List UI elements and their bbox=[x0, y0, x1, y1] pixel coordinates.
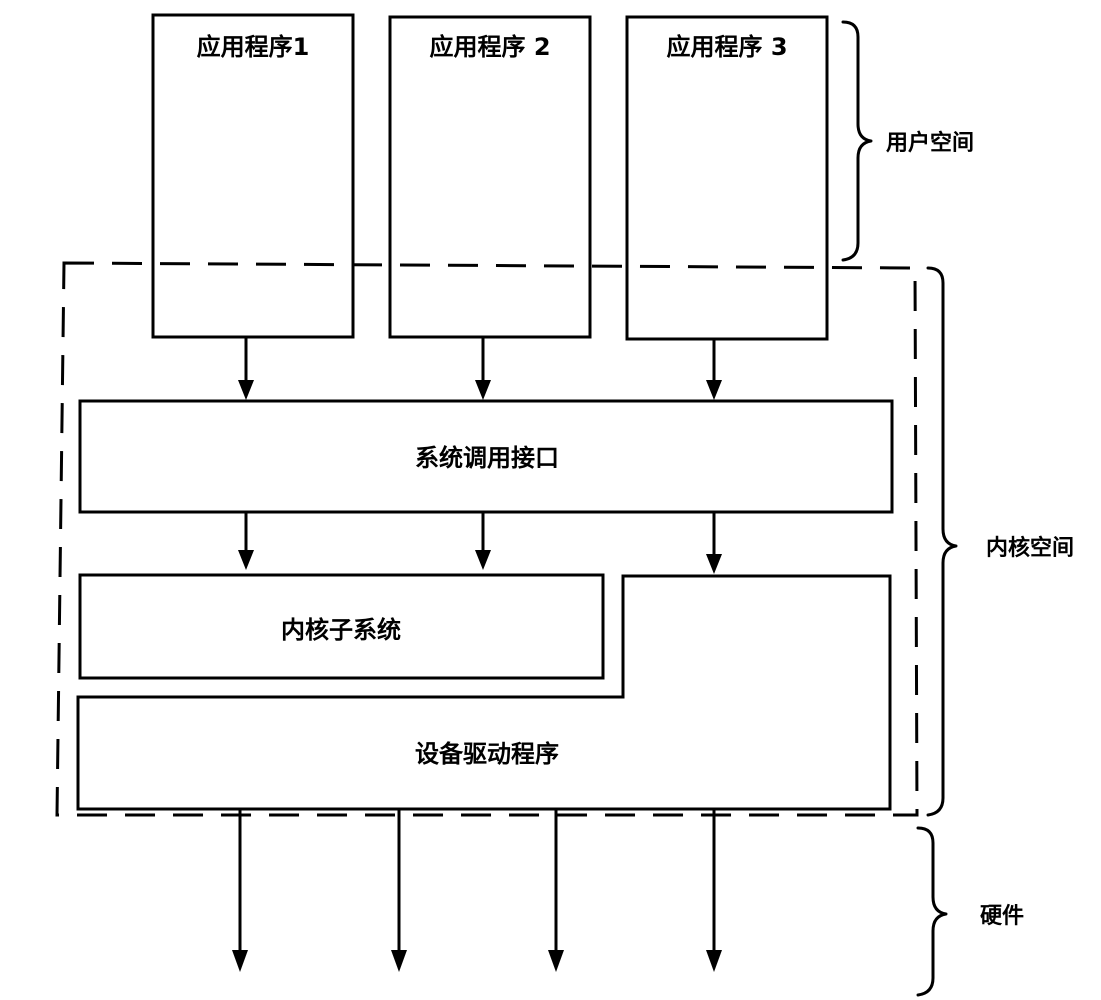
kernel-subsystem-label: 内核子系统 bbox=[281, 616, 401, 644]
syscall-interface-label: 系统调用接口 bbox=[415, 444, 559, 472]
arrow-syscall-to-driver bbox=[706, 512, 722, 574]
arrow-syscall-to-subsystem-1 bbox=[238, 512, 254, 570]
arrow-driver-to-hardware-4 bbox=[706, 809, 722, 972]
arrow-app2-to-syscall bbox=[475, 337, 491, 400]
kernel-space-label: 内核空间 bbox=[986, 535, 1074, 561]
arrow-app3-to-syscall bbox=[706, 339, 722, 400]
arrow-app1-to-syscall bbox=[238, 337, 254, 400]
user-space-brace bbox=[841, 20, 873, 262]
app-label-1: 应用程序1 bbox=[197, 33, 310, 61]
device-driver-box: 设备驱动程序 bbox=[76, 574, 892, 811]
user-space-label: 用户空间 bbox=[886, 130, 974, 156]
app-label-2: 应用程序 2 bbox=[429, 33, 550, 61]
app-box-1: 应用程序1 bbox=[151, 13, 355, 339]
device-driver-label: 设备驱动程序 bbox=[415, 740, 559, 768]
app-label-3: 应用程序 3 bbox=[666, 33, 787, 61]
app-box-3: 应用程序 3 bbox=[625, 15, 829, 341]
hardware-label: 硬件 bbox=[980, 904, 1024, 929]
syscall-interface-box: 系统调用接口 bbox=[78, 399, 894, 514]
kernel-space-boundary bbox=[55, 261, 919, 817]
arrow-driver-to-hardware-1 bbox=[232, 809, 248, 972]
kernel-space-brace bbox=[926, 266, 958, 817]
arrow-driver-to-hardware-3 bbox=[548, 809, 564, 972]
arrow-driver-to-hardware-2 bbox=[391, 809, 407, 972]
hardware-brace bbox=[916, 826, 948, 997]
kernel-subsystem-box: 内核子系统 bbox=[78, 573, 605, 680]
arrow-syscall-to-subsystem-2 bbox=[475, 512, 491, 570]
app-box-2: 应用程序 2 bbox=[388, 15, 592, 339]
